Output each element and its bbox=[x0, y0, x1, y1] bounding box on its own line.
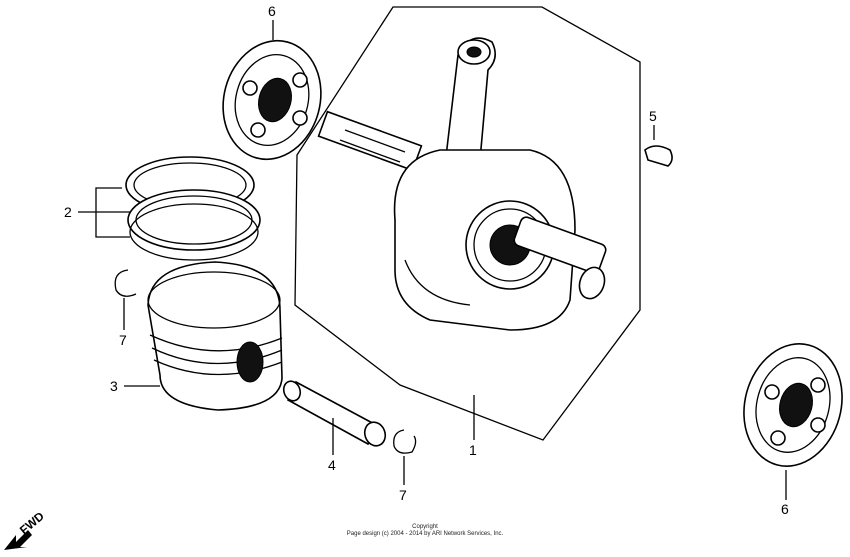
callout-4: 4 bbox=[328, 457, 336, 473]
woodruff-key[interactable] bbox=[644, 145, 673, 167]
crankshaft-assembly[interactable] bbox=[317, 37, 609, 331]
piston-rings[interactable] bbox=[125, 156, 261, 261]
piston[interactable] bbox=[147, 261, 283, 411]
callout-2: 2 bbox=[64, 204, 72, 220]
copyright-line-1: Copyright bbox=[412, 524, 438, 530]
clip-bottom[interactable] bbox=[393, 429, 417, 454]
copyright-line-2: Page design (c) 2004 - 2014 by ARI Netwo… bbox=[346, 531, 504, 537]
callout-6-bottom: 6 bbox=[781, 501, 789, 517]
bearing-bottom[interactable] bbox=[731, 333, 850, 478]
bearing-top[interactable] bbox=[210, 30, 334, 171]
callout-3: 3 bbox=[110, 378, 118, 394]
callout-5: 5 bbox=[649, 108, 657, 124]
callout-6-top: 6 bbox=[268, 3, 276, 19]
crankshaft-boundary bbox=[294, 6, 641, 441]
callout-7-left: 7 bbox=[119, 332, 127, 348]
piston-pin[interactable] bbox=[281, 379, 388, 449]
callout-1: 1 bbox=[469, 442, 477, 458]
fwd-arrow-icon: FWD bbox=[4, 509, 47, 550]
callout-7-bottom: 7 bbox=[399, 487, 407, 503]
clip-left[interactable] bbox=[114, 269, 137, 297]
